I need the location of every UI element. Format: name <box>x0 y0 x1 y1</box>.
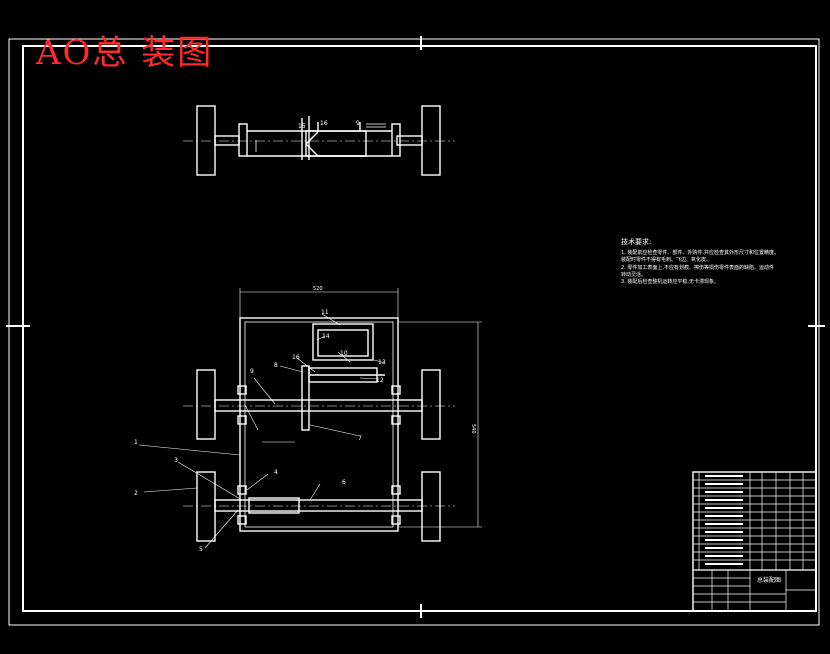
front-right-wheel-plan <box>421 471 441 542</box>
front-view <box>183 105 455 176</box>
plan-view <box>183 317 455 542</box>
technical-note-line: 装配时零件不得有毛刺、飞边、氧化皮。 <box>621 257 712 264</box>
rear-left-wheel <box>196 369 216 440</box>
dim-width: 520 <box>313 286 323 292</box>
callout-14: 14 <box>322 333 330 340</box>
callout-16: 16 <box>292 354 300 361</box>
callout-10: 10 <box>340 350 348 357</box>
title-block <box>692 471 817 612</box>
callout-12: 12 <box>376 377 384 384</box>
callout-5: 5 <box>199 546 203 553</box>
callout-2: 2 <box>134 490 138 497</box>
dim-length: 540 <box>470 424 476 434</box>
technical-note-line: 2. 零件加工表面上,不应有划痕、擦伤等损伤零件表面的缺陷。运动件 <box>621 264 774 271</box>
callout-3: 3 <box>174 457 178 464</box>
front-callout-16: 16 <box>320 120 328 127</box>
technical-note-line: 1. 装配前应检查零件、部件、外购件,并应检查其外形尺寸和位置精度。 <box>621 250 779 257</box>
drawing-title: AO总 装图 <box>36 33 214 73</box>
dimension-lines <box>239 288 482 528</box>
technical-notes-heading: 技术要求: <box>621 238 652 246</box>
rear-right-wheel <box>421 369 441 440</box>
inner-frame <box>22 45 817 612</box>
front-left-wheel <box>196 105 216 176</box>
technical-notes: 技术要求: 1. 装配前应检查零件、部件、外购件,并应检查其外形尺寸和位置精度。… <box>621 237 781 286</box>
plan-callouts: 1 2 3 4 5 6 7 8 9 10 11 12 13 14 16 <box>134 309 386 553</box>
callout-13: 13 <box>378 359 386 366</box>
front-right-wheel <box>421 105 441 176</box>
callout-1: 1 <box>134 439 138 446</box>
technical-note-line: 3. 装配后检查整机运转应平稳,无卡滞现象。 <box>621 279 719 286</box>
callout-8: 8 <box>274 362 278 369</box>
leader-lines <box>138 313 386 549</box>
front-callout-15: 15 <box>298 123 306 130</box>
outer-frame <box>8 38 820 626</box>
front-callout-9: 9 <box>356 120 360 127</box>
title-block-drawing-name: 总装配图 <box>757 576 781 584</box>
chassis-frame <box>239 317 399 532</box>
callout-7: 7 <box>358 435 362 442</box>
title-block-text-marks <box>705 475 743 565</box>
callout-11: 11 <box>321 309 329 316</box>
callout-9: 9 <box>250 368 254 375</box>
front-axle <box>214 499 423 512</box>
technical-note-line: 转动灵活。 <box>621 271 647 278</box>
centering-marks <box>6 36 825 618</box>
callout-4: 4 <box>274 469 278 476</box>
callout-6: 6 <box>342 479 346 486</box>
rear-axle <box>214 399 423 412</box>
